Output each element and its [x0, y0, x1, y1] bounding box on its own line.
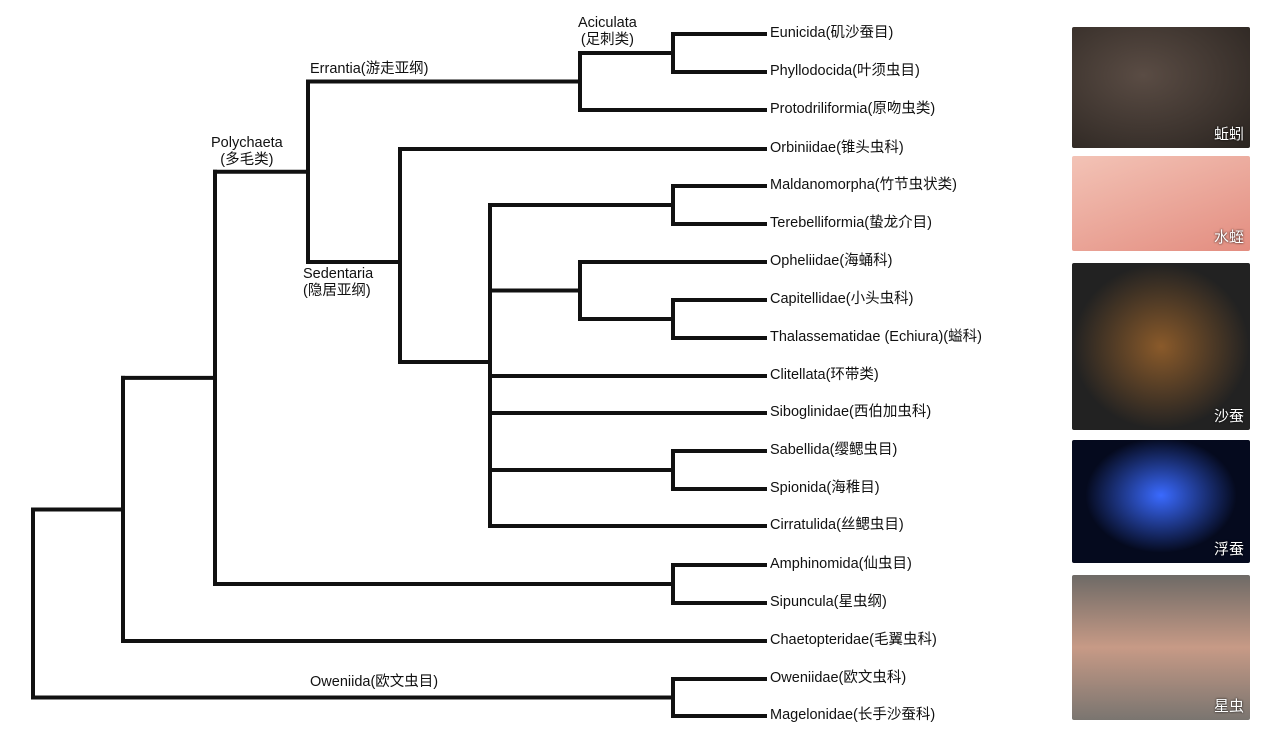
photo-caption: 沙蚕 — [1213, 408, 1244, 425]
clade-name-zh: (多毛类) — [220, 152, 274, 168]
leaf-label: Magelonidae(长手沙蚕科) — [770, 707, 936, 723]
leaf-label: Capitellidae(小头虫科) — [770, 291, 914, 307]
clade-label-aciculata: Aciculata (足刺类) — [578, 15, 637, 49]
leaf-label: Oweniidae(欧文虫科) — [770, 670, 907, 686]
leaf-label: Orbiniidae(锥头虫科) — [770, 140, 904, 156]
photo-tomopteris: 浮蚕 — [1072, 440, 1250, 563]
photo-nereis: 沙蚕 — [1072, 263, 1250, 430]
leaf-label: Thalassematidae (Echiura)(螠科) — [770, 329, 982, 345]
leaf-label: Phyllodocida(叶须虫目) — [770, 63, 920, 79]
photo-earthworm: 蚯蚓 — [1072, 27, 1250, 148]
photo-leech: 水蛭 — [1072, 156, 1250, 251]
leaf-label: Clitellata(环带类) — [770, 367, 879, 383]
clade-name: Aciculata — [578, 15, 637, 31]
leaf-label: Sabellida(缨鳃虫目) — [770, 442, 898, 458]
leaf-label: Siboglinidae(西伯加虫科) — [770, 404, 932, 420]
clade-label-polychaeta: Polychaeta (多毛类) — [211, 135, 283, 169]
clade-name: Polychaeta — [211, 135, 283, 151]
clade-label-sedentaria: Sedentaria (隐居亚纲) — [303, 266, 373, 300]
photo-caption: 浮蚕 — [1213, 541, 1244, 558]
leaf-label: Sipuncula(星虫纲) — [770, 594, 887, 610]
leaf-label: Chaetopteridae(毛翼虫科) — [770, 632, 937, 648]
clade-label-oweniida: Oweniida(欧文虫目) — [310, 674, 439, 690]
leaf-label: Opheliidae(海蛹科) — [770, 253, 893, 269]
leaf-label: Protodriliformia(原吻虫类) — [770, 101, 936, 117]
leaf-label: Terebelliformia(蛰龙介目) — [770, 215, 932, 231]
leaf-label: Eunicida(矶沙蚕目) — [770, 25, 894, 41]
clade-name: Sedentaria — [303, 266, 374, 282]
leaf-label: Cirratulida(丝鳃虫目) — [770, 517, 904, 533]
photo-caption: 水蛭 — [1213, 229, 1244, 246]
photo-caption: 蚯蚓 — [1213, 126, 1244, 143]
clade-name-zh: (足刺类) — [580, 32, 634, 48]
photo-sipunculid: 星虫 — [1072, 575, 1250, 720]
leaf-label: Maldanomorpha(竹节虫状类) — [770, 177, 957, 193]
leaf-label: Spionida(海稚目) — [770, 480, 880, 496]
clade-name-zh: (隐居亚纲) — [303, 283, 371, 299]
clade-label-errantia: Errantia(游走亚纲) — [310, 61, 429, 77]
leaf-label: Amphinomida(仙虫目) — [770, 556, 912, 572]
photo-caption: 星虫 — [1213, 698, 1244, 715]
